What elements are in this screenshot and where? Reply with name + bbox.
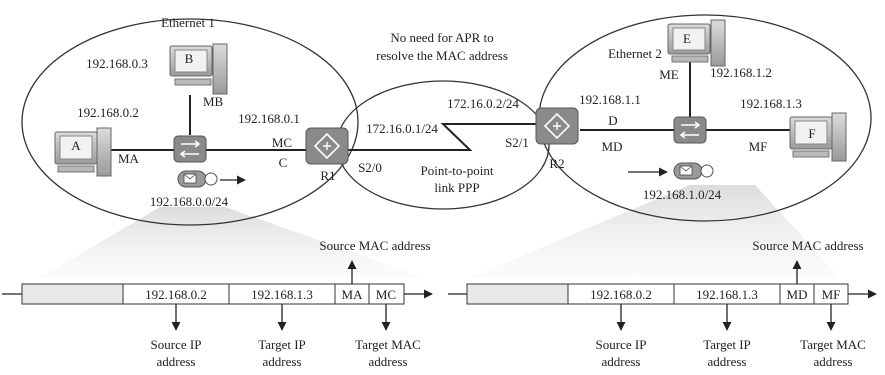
ppp-link <box>348 123 540 151</box>
frame-fan-right <box>470 185 840 278</box>
frame-right-src-mac: MD <box>787 287 808 302</box>
ppp-port-r2: S2/1 <box>505 135 529 150</box>
frame-left-label-src-mac: Source MAC address <box>319 238 430 253</box>
frame-left-label-src-ip-2: address <box>157 354 196 369</box>
ip-b-label: 192.168.0.3 <box>86 56 148 71</box>
host-f-label: F <box>808 126 815 141</box>
router-r1-icon <box>305 127 349 165</box>
frame-right-src-ip: 192.168.0.2 <box>590 287 652 302</box>
ppp-port-r1: S2/0 <box>358 160 382 175</box>
ppp-link-line1: Point-to-point <box>421 163 494 178</box>
ip-e-label: 192.168.1.2 <box>710 65 772 80</box>
ip-f-label: 192.168.1.3 <box>740 96 802 111</box>
frame-left-label-dst-mac-1: Target MAC <box>355 337 421 352</box>
switch-2-icon <box>673 116 707 144</box>
router-r1-label: R1 <box>320 168 335 183</box>
mac-a-label: MA <box>118 151 140 166</box>
frame-right-label-src-mac: Source MAC address <box>752 238 863 253</box>
packet-left-icon <box>177 170 218 188</box>
ethernet2-title: Ethernet 2 <box>608 46 662 61</box>
pc-e-icon <box>667 19 726 67</box>
host-e-label: E <box>683 31 691 46</box>
host-b-label: B <box>185 51 194 66</box>
frame-left <box>2 283 433 305</box>
frame-left-label-dst-ip-2: address <box>263 354 302 369</box>
mac-e-label: ME <box>659 67 679 82</box>
frame-right-label-src-ip-2: address <box>602 354 641 369</box>
ethernet1-network-label: 192.168.0.0/24 <box>150 194 229 209</box>
frame-right-label-dst-mac-1: Target MAC <box>800 337 866 352</box>
gateway1-ip-label: 192.168.0.1 <box>238 111 300 126</box>
switch-1-icon <box>173 135 207 163</box>
router-r2-label: R2 <box>549 156 564 171</box>
ip-a-label: 192.168.0.2 <box>77 105 139 120</box>
ppp-ip-r1: 172.16.0.1/24 <box>366 121 438 136</box>
ppp-link-line2: link PPP <box>434 180 479 195</box>
ethernet1-ellipse <box>21 18 359 226</box>
mac-f-label: MF <box>749 139 768 154</box>
frame-right <box>448 283 877 305</box>
port-c-label: C <box>279 155 288 170</box>
mac-c-label: MC <box>272 135 292 150</box>
frame-left-src-mac: MA <box>342 287 364 302</box>
router-r2-icon <box>535 107 579 145</box>
frame-left-label-dst-ip-1: Target IP <box>258 337 306 352</box>
mac-d-label: MD <box>602 139 623 154</box>
frame-left-label-src-ip-1: Source IP <box>151 337 202 352</box>
pc-b-icon <box>169 43 228 95</box>
port-d-label: D <box>608 113 617 128</box>
frame-left-label-dst-mac-2: address <box>369 354 408 369</box>
host-a-label: A <box>71 138 81 153</box>
frame-left-dst-mac: MC <box>376 287 396 302</box>
frame-right-label-dst-mac-2: address <box>814 354 853 369</box>
frame-right-label-dst-ip-1: Target IP <box>703 337 751 352</box>
ethernet1-title: Ethernet 1 <box>161 15 215 30</box>
ppp-note-line2: resolve the MAC address <box>376 48 508 63</box>
frame-right-dst-ip: 192.168.1.3 <box>696 287 758 302</box>
frame-fan-left <box>40 207 425 278</box>
frame-left-src-ip: 192.168.0.2 <box>145 287 207 302</box>
frame-right-label-src-ip-1: Source IP <box>596 337 647 352</box>
pc-a-icon <box>54 127 112 177</box>
ppp-ip-r2: 172.16.0.2/24 <box>447 96 519 111</box>
packet-right-icon <box>673 162 714 180</box>
frame-right-dst-mac: MF <box>822 287 841 302</box>
mac-b-label: MB <box>203 94 224 109</box>
gateway2-ip-label: 192.168.1.1 <box>579 92 641 107</box>
frame-left-dst-ip: 192.168.1.3 <box>251 287 313 302</box>
ppp-note-line1: No need for APR to <box>390 30 493 45</box>
ethernet2-network-label: 192.168.1.0/24 <box>643 187 722 202</box>
frame-right-label-dst-ip-2: address <box>708 354 747 369</box>
pc-f-icon <box>789 112 847 162</box>
